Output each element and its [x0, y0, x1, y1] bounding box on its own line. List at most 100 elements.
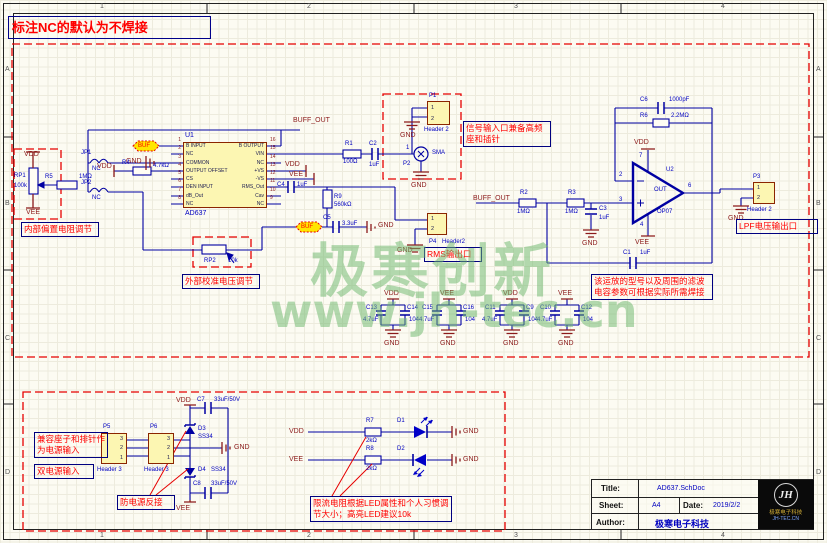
- rp1-vdd-label: VDD: [24, 151, 39, 158]
- opamp-icon[interactable]: [631, 160, 686, 226]
- d2-ref[interactable]: D2: [397, 446, 405, 452]
- p5-header[interactable]: 3 2 1: [101, 433, 127, 464]
- c16-ref[interactable]: C16: [463, 305, 475, 311]
- rms-output-note[interactable]: RMS输出口: [424, 247, 482, 263]
- signal-input-note[interactable]: 信号输入口兼备高频座和插针: [463, 121, 551, 148]
- lpf-output-note[interactable]: LPF电压输出口: [736, 219, 818, 235]
- top-note[interactable]: 标注NC的默认为不焊接: [8, 16, 211, 39]
- c10-ref[interactable]: C10: [540, 305, 552, 311]
- c8-ref[interactable]: C8: [193, 481, 201, 487]
- capacitor-plate-icons[interactable]: [204, 102, 665, 499]
- c13-ref[interactable]: C13: [366, 305, 378, 311]
- c2-ref[interactable]: C2: [369, 141, 377, 147]
- d1-ref[interactable]: D1: [397, 418, 405, 424]
- p5-pin-1: 1: [119, 455, 123, 462]
- wires: [87, 107, 753, 500]
- p4-gnd-label: GND: [397, 247, 413, 254]
- r6-ref[interactable]: R6: [640, 113, 648, 119]
- r5-ref[interactable]: R5: [45, 174, 53, 180]
- zone-top-1: 1: [100, 3, 104, 10]
- c11-value: 4.7uF: [482, 317, 498, 323]
- r1-ref[interactable]: R1: [345, 141, 353, 147]
- d4-ref[interactable]: D4: [198, 467, 206, 473]
- author-value: 极寒电子科技: [655, 519, 710, 529]
- rp2-ref[interactable]: RP2: [204, 258, 216, 264]
- c9-ref[interactable]: C9: [526, 305, 534, 311]
- jumper-arc-icons: [89, 158, 109, 193]
- r3-ref[interactable]: R3: [568, 190, 576, 196]
- u2-ref[interactable]: U2: [666, 167, 674, 173]
- decap3-gnd-label: GND: [503, 340, 519, 347]
- led-note[interactable]: 限流电阻根据LED属性和个人习惯调节大小；高亮LED建议10k: [310, 496, 452, 523]
- c7-value: 33uF/50V: [214, 397, 241, 403]
- zone-left-d: D: [5, 469, 11, 476]
- u2-pin4-num: 4: [640, 222, 644, 228]
- p2-ref[interactable]: P2: [403, 161, 411, 167]
- sheet-value: A4: [652, 502, 661, 509]
- rp1-ref[interactable]: RP1: [14, 173, 26, 179]
- internal-bias-note[interactable]: 内部偏置电阻调节: [21, 222, 99, 238]
- r8-ref[interactable]: R8: [366, 446, 374, 452]
- u1-ic-body[interactable]: [183, 142, 267, 208]
- decap1-rail-label: VDD: [384, 290, 399, 297]
- external-cal-note[interactable]: 外部校准电压调节: [182, 274, 260, 290]
- sheet-border-inner: [13, 13, 814, 530]
- p1-header[interactable]: 1 2: [427, 101, 450, 125]
- annotation-leader-lines: [149, 430, 373, 497]
- p4-header[interactable]: 1 2: [427, 213, 447, 235]
- zone-right-c: C: [816, 335, 822, 342]
- r9-ref[interactable]: R9: [334, 194, 342, 200]
- date-label: Date:: [683, 501, 704, 510]
- p3-pin-2: 2: [757, 195, 761, 201]
- jp2-ref[interactable]: JP2: [81, 180, 92, 186]
- c11-ref[interactable]: C11: [485, 305, 496, 311]
- decap1-gnd-label: GND: [384, 340, 400, 347]
- reverse-protect-note[interactable]: 防电源反接: [117, 495, 175, 511]
- buf-net-label-2: BUF: [301, 224, 313, 230]
- zone-bottom-4: 4: [721, 532, 725, 539]
- date-value: 2019/2/2: [713, 502, 741, 509]
- c4-ref[interactable]: C4: [277, 182, 285, 188]
- c12-ref[interactable]: C12: [581, 305, 593, 311]
- r4-ref[interactable]: R4: [122, 160, 130, 166]
- p6-header[interactable]: 3 2 1: [148, 433, 174, 464]
- c3-ref[interactable]: C3: [599, 206, 607, 212]
- p3-header[interactable]: 1 2: [753, 182, 775, 204]
- power-compat-note[interactable]: 兼容座子和排针作为电源输入: [34, 432, 108, 459]
- opamp-note[interactable]: 该运放的型号以及周围的滤波电容参数可根据实际所需焊接: [591, 274, 713, 301]
- zone-left-c: C: [5, 335, 11, 342]
- dual-supply-note[interactable]: 双电源输入: [34, 464, 94, 480]
- author-label: Author:: [596, 518, 625, 527]
- c7-ref[interactable]: C7: [197, 397, 205, 403]
- d4-value: SS34: [211, 467, 226, 473]
- net-label-hexagon-icons[interactable]: [132, 140, 323, 233]
- c3-value: 1uF: [599, 215, 610, 221]
- zone-top-2: 2: [307, 3, 311, 10]
- p6-pin-3: 3: [166, 435, 170, 442]
- d3-ref[interactable]: D3: [198, 426, 206, 432]
- r7-value: 2kΩ: [366, 438, 377, 444]
- c6-ref[interactable]: C6: [640, 97, 648, 103]
- r9-value: 560kΩ: [334, 202, 352, 208]
- c15-ref[interactable]: C15: [422, 305, 434, 311]
- r6-value: 2.2MΩ: [671, 113, 689, 119]
- r2-ref[interactable]: R2: [520, 190, 528, 196]
- pin-name: OUTPUT OFFSET: [186, 167, 228, 174]
- d3-value: SS34: [198, 434, 213, 440]
- c5-ref[interactable]: C5: [323, 215, 331, 221]
- p2-gnd-label: GND: [411, 182, 427, 189]
- r5-value: 1MΩ: [79, 174, 92, 180]
- r7-ref[interactable]: R7: [366, 418, 374, 424]
- c2-value: 1uF: [369, 162, 380, 168]
- u1-vdd-label: VDD: [285, 161, 300, 168]
- c14-ref[interactable]: C14: [407, 305, 419, 311]
- pin-name: NC: [256, 159, 264, 166]
- jp1-ref[interactable]: JP1: [81, 150, 92, 156]
- sma-connector-icon[interactable]: [413, 146, 429, 162]
- c1-ref[interactable]: C1: [623, 250, 631, 256]
- u1-ref[interactable]: U1: [185, 132, 194, 139]
- ground-symbol-icons: [145, 121, 749, 466]
- zone-bottom-2: 2: [307, 532, 311, 539]
